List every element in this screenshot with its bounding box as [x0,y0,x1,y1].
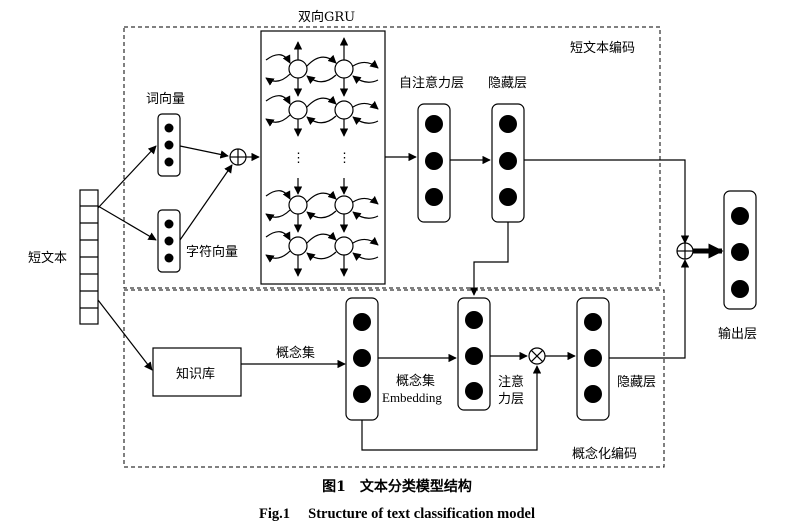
short-text-input-column [79,189,99,325]
hidden-layer-top-box [491,103,525,223]
concept-embedding-label-en: Embedding [382,390,442,405]
char-vector-label: 字符向量 [186,244,238,260]
arrow-text-to-knowledge [97,299,153,371]
attention-layer-label-1: 注意 [498,374,524,390]
bigru-block [260,30,386,285]
concept-embedding-box [345,297,379,421]
bigru-label: 双向GRU [298,9,355,25]
word-vector-box [157,113,181,177]
hidden-layer-bottom-label: 隐藏层 [617,375,656,390]
multiply-icon [528,347,546,365]
hidden-layer-top-label: 隐藏层 [488,76,527,91]
arrow-hidden-top-to-merge [524,159,690,244]
arrow-hidden-bottom-to-merge [609,259,690,359]
merge-plus-icon [676,242,694,260]
bigru-ellipsis-right: ⋮ [338,151,351,166]
output-layer-label: 输出层 [718,326,757,342]
self-attention-box [417,103,451,223]
arrow-text-to-char [97,205,157,241]
short-text-encoding-label: 短文本编码 [570,41,635,56]
short-text-encoding-region [123,26,661,289]
conceptual-encoding-region [123,289,665,468]
concept-embedding-label-cn: 概念集 [396,373,435,389]
short-text-label: 短文本 [28,251,67,266]
attention-layer-box [457,297,491,411]
bigru-cells [265,37,379,277]
output-layer-box [723,190,757,310]
arrow-concept-bypass-to-multiply [361,365,542,451]
knowledge-base-label: 知识库 [176,366,215,382]
knowledge-base-box [152,347,242,397]
arrow-text-to-word [97,145,157,209]
concat-plus-icon [229,148,247,166]
concept-set-label: 概念集 [276,345,315,361]
arrow-char-to-concat [179,164,233,241]
attention-layer-label-2: 力层 [498,392,524,407]
caption-chinese: 图1 文本分类模型结构 [322,478,472,495]
caption-english: Fig.1 Structure of text classification m… [259,506,535,522]
char-vector-box [157,209,181,273]
word-vector-label: 词向量 [146,91,185,107]
arrow-hidden-top-to-attention [469,222,509,296]
arrow-word-to-concat [179,145,229,159]
bigru-ellipsis-left: ⋮ [292,151,305,166]
hidden-layer-bottom-box [576,297,610,421]
self-attention-label: 自注意力层 [399,75,464,91]
conceptual-encoding-label: 概念化编码 [572,446,637,462]
